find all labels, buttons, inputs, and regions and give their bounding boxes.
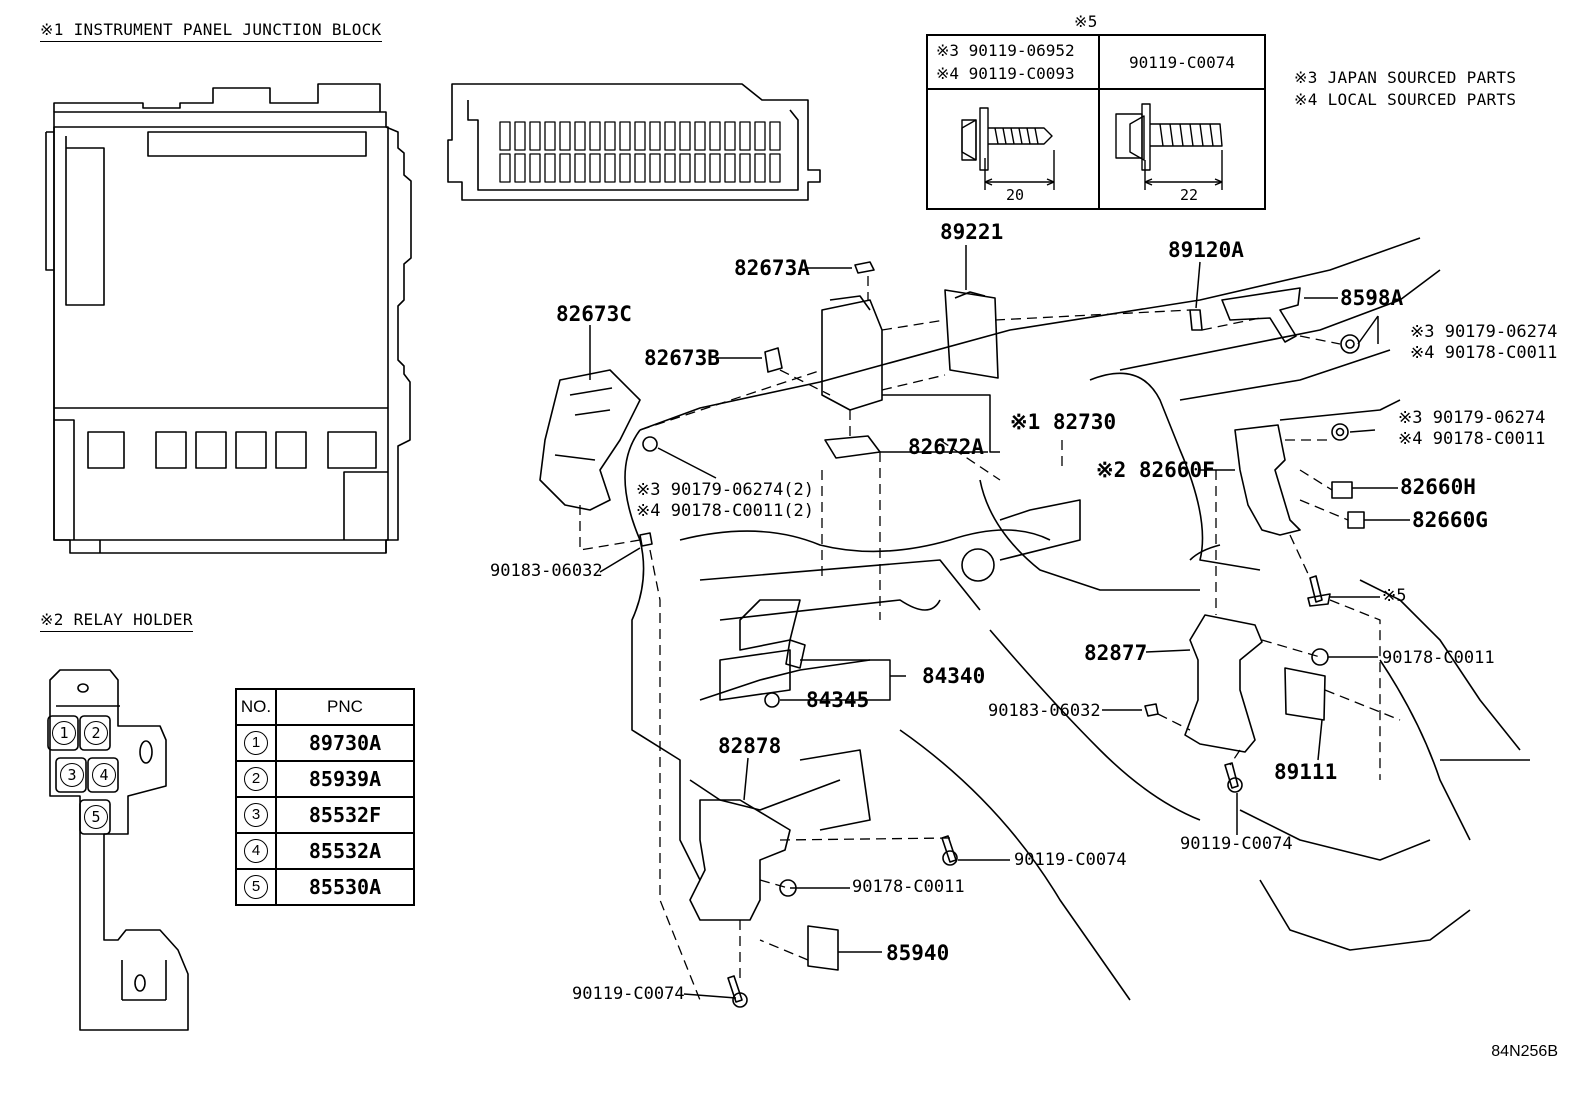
component-shapes xyxy=(539,261,1365,1008)
bolt-right-part: 90119-C0074 xyxy=(1098,34,1266,90)
junction-block-front xyxy=(45,83,412,554)
assembly-lines xyxy=(579,276,1401,1001)
pnc-header-pnc: PNC xyxy=(275,688,415,726)
pnc-row: 1 89730A xyxy=(235,724,415,762)
callout-nut-right-1-japan: ※3 90179-06274 xyxy=(1410,322,1558,342)
callout-82673C: 82673C xyxy=(556,302,632,326)
relay-slot-4: 4 xyxy=(92,763,116,787)
callout-82673A: 82673A xyxy=(734,256,810,280)
callout-90119-right: 90119-C0074 xyxy=(1180,834,1293,854)
callout-82877: 82877 xyxy=(1084,641,1148,665)
relay-pnc-table: NO. PNC 1 89730A 2 85939A 3 85532F 4 855… xyxy=(235,688,415,906)
pnc-row-number: 5 xyxy=(244,875,268,899)
callout-nut-left-japan: ※3 90179-06274(2) xyxy=(636,480,815,500)
pnc-header-no: NO. xyxy=(235,688,277,726)
pnc-row-number: 4 xyxy=(244,839,268,863)
pnc-row-value: 85532A xyxy=(275,832,415,870)
callout-nut-right-2-japan: ※3 90179-06274 xyxy=(1398,408,1546,428)
diagram-reference-code: 84N256B xyxy=(1491,1043,1558,1060)
note-japan-sourced: ※3 JAPAN SOURCED PARTS xyxy=(1294,68,1517,87)
callout-82730: ※1 82730 xyxy=(1010,410,1117,434)
callout-82660H: 82660H xyxy=(1400,475,1476,499)
pnc-row-value: 85530A xyxy=(275,868,415,906)
junction-block-title: ※1 INSTRUMENT PANEL JUNCTION BLOCK xyxy=(40,22,382,42)
bolt-left-length: 20 xyxy=(1006,186,1025,204)
pnc-row-number: 3 xyxy=(244,803,268,827)
callout-89111: 89111 xyxy=(1274,760,1338,784)
callout-82672A: 82672A xyxy=(908,435,984,459)
callout-90183-mid: 90183-06032 xyxy=(988,701,1101,721)
relay-slot-5: 5 xyxy=(84,805,108,829)
bolt-table-title: ※5 xyxy=(1074,12,1098,31)
bolt-spec-table: ※3 90119-06952 ※4 90119-C0093 90119-C007… xyxy=(926,34,1266,210)
note-local-sourced: ※4 LOCAL SOURCED PARTS xyxy=(1294,90,1517,109)
relay-slot-3: 3 xyxy=(60,763,84,787)
junction-block-top xyxy=(447,83,821,201)
callout-89120A: 89120A xyxy=(1168,238,1244,262)
callout-bolt-ref-5: ※5 xyxy=(1382,586,1407,606)
callout-90178-right: 90178-C0011 xyxy=(1382,648,1495,668)
callout-82660F: ※2 82660F xyxy=(1096,458,1215,482)
callout-82660G: 82660G xyxy=(1412,508,1488,532)
bolt-table-left-header: ※3 90119-06952 ※4 90119-C0093 xyxy=(926,34,1100,90)
pnc-row: 3 85532F xyxy=(235,796,415,834)
callout-90183-left: 90183-06032 xyxy=(490,561,603,581)
callout-90119-bottom: 90119-C0074 xyxy=(572,984,685,1004)
callout-nut-left-local: ※4 90178-C0011(2) xyxy=(636,501,815,521)
bolt-left-drawing-cell: 20 xyxy=(926,88,1100,210)
bolt-right-length: 22 xyxy=(1180,186,1199,204)
leader-lines xyxy=(589,245,1410,999)
bolt-left-part-japan: ※3 90119-06952 xyxy=(936,41,1075,60)
callout-8598A: 8598A xyxy=(1340,286,1404,310)
callout-82673B: 82673B xyxy=(644,346,720,370)
pnc-row-number: 1 xyxy=(244,731,268,755)
callout-85940: 85940 xyxy=(886,941,950,965)
callout-82878: 82878 xyxy=(718,734,782,758)
instrument-panel-outline xyxy=(624,237,1530,1001)
relay-holder-title: ※2 RELAY HOLDER xyxy=(40,612,193,632)
pnc-row: 4 85532A xyxy=(235,832,415,870)
pnc-row-value: 89730A xyxy=(275,724,415,762)
relay-slot-2: 2 xyxy=(84,721,108,745)
bolt-left-part-local: ※4 90119-C0093 xyxy=(936,64,1075,83)
callout-89221: 89221 xyxy=(940,220,1004,244)
callout-nut-right-1-local: ※4 90178-C0011 xyxy=(1410,343,1558,363)
pnc-row-value: 85939A xyxy=(275,760,415,798)
pnc-row-number: 2 xyxy=(244,767,268,791)
callout-nut-right-2-local: ※4 90178-C0011 xyxy=(1398,429,1546,449)
callout-84340: 84340 xyxy=(922,664,986,688)
bolt-right-drawing-cell: 22 xyxy=(1098,88,1266,210)
relay-holder-drawing xyxy=(47,669,189,1031)
pnc-row-value: 85532F xyxy=(275,796,415,834)
relay-slot-1: 1 xyxy=(52,721,76,745)
callout-90119-mid: 90119-C0074 xyxy=(1014,850,1127,870)
callout-84345: 84345 xyxy=(806,688,870,712)
callout-90178-bottom: 90178-C0011 xyxy=(852,877,965,897)
pnc-row: 2 85939A xyxy=(235,760,415,798)
pnc-row: 5 85530A xyxy=(235,868,415,906)
